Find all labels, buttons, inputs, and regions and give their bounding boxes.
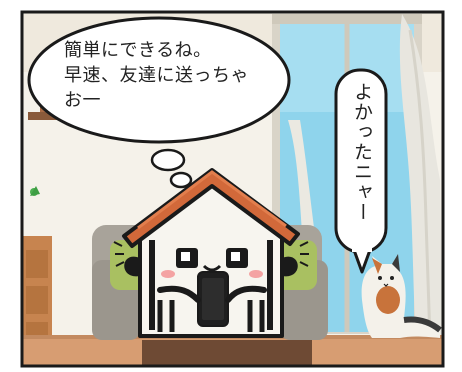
calico-cat bbox=[361, 254, 442, 338]
roof bbox=[122, 168, 300, 248]
house-character bbox=[113, 168, 309, 338]
thought-dot-large bbox=[150, 148, 186, 172]
panel-frame bbox=[20, 10, 445, 368]
speech-bubble-text: 簡単にできるね。 早速、友達に送っちゃ お一 bbox=[64, 40, 249, 111]
table bbox=[142, 340, 312, 366]
cat-speech-text: よかったニャー bbox=[351, 82, 373, 222]
speech-bubble bbox=[27, 16, 291, 144]
thought-dot-small bbox=[169, 171, 193, 189]
